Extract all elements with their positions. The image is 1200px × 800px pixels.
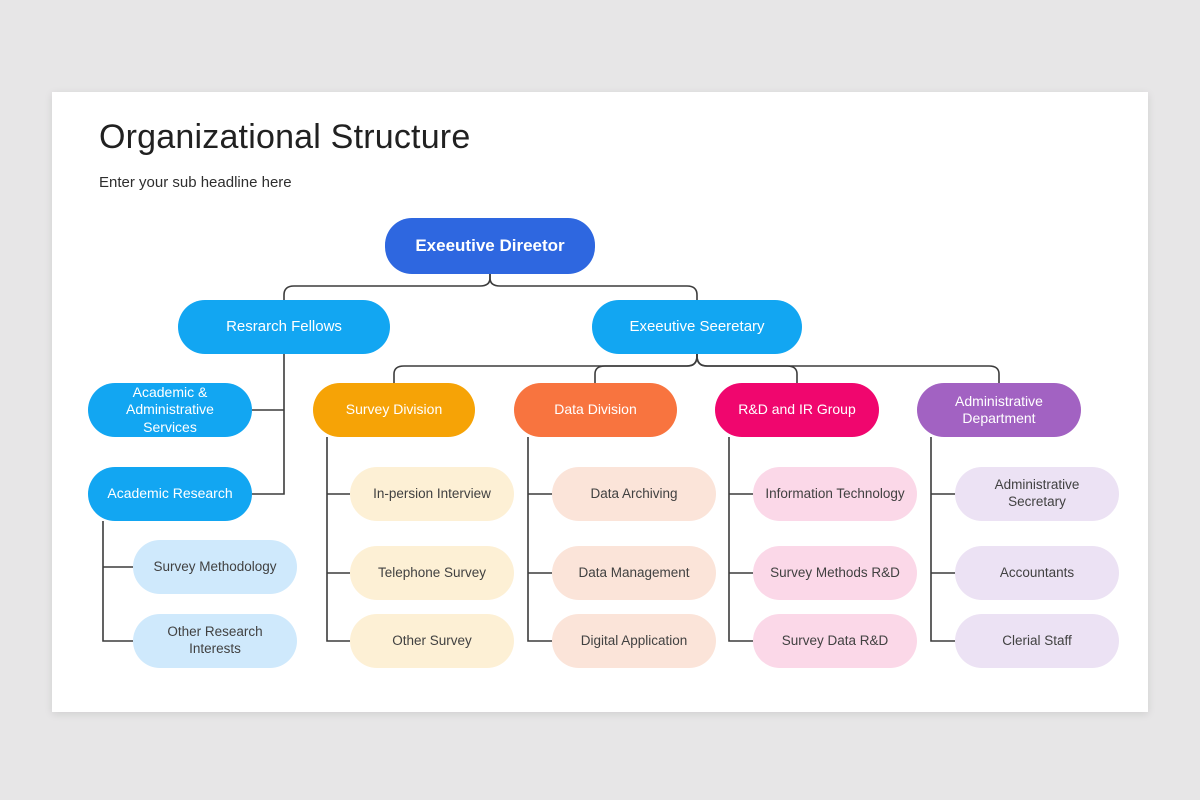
org-node-label: Administrative Secretary	[994, 477, 1080, 509]
org-node-label: Accountants	[999, 564, 1075, 580]
slide-canvas: Organizational Structure Enter your sub …	[52, 92, 1148, 712]
org-node-administrative-department: Administrative Department	[917, 383, 1081, 437]
org-node-in-persion-interview: In-persion Interview	[350, 467, 514, 521]
org-node-label: Academic & Administrative Services	[126, 383, 214, 435]
org-node-label: Other Research Interests	[167, 624, 263, 656]
org-node-data-division: Data Division	[514, 383, 677, 437]
page-title: Organizational Structure	[99, 118, 471, 156]
org-node-label: R&D and IR Group	[738, 401, 856, 418]
org-node-clerial-staff: Clerial Staff	[955, 614, 1119, 668]
org-node-survey-methods-rd: Survey Methods R&D	[753, 546, 917, 600]
org-node-other-survey: Other Survey	[350, 614, 514, 668]
org-node-administrative-secretary: Administrative Secretary	[955, 467, 1119, 521]
page-subtitle: Enter your sub headline here	[99, 174, 292, 191]
org-node-rd-and-ir-group: R&D and IR Group	[715, 383, 879, 437]
org-node-survey-division: Survey Division	[313, 383, 475, 437]
org-node-digital-application: Digital Application	[552, 614, 716, 668]
org-node-label: Other Survey	[392, 632, 472, 648]
org-node-label: Survey Division	[345, 401, 443, 418]
org-chart-connectors	[102, 274, 1000, 642]
org-node-label: Survey Methods R&D	[770, 564, 900, 580]
org-node-academic-research: Academic Research	[88, 467, 252, 521]
org-node-information-technology: Information Technology	[753, 467, 917, 521]
org-node-label: Clerial Staff	[1002, 632, 1072, 648]
org-node-label: Data Division	[554, 401, 637, 418]
org-node-data-archiving: Data Archiving	[552, 467, 716, 521]
org-node-other-research-interests: Other Research Interests	[133, 614, 297, 668]
org-node-label: Digital Application	[580, 632, 688, 648]
org-node-academic-administrative-services: Academic & Administrative Services	[88, 383, 252, 437]
org-node-data-management: Data Management	[552, 546, 716, 600]
org-node-label: Data Management	[578, 564, 690, 580]
org-node-label: Exeeutive Seeretary	[629, 317, 765, 335]
org-node-survey-methodology: Survey Methodology	[133, 540, 297, 594]
org-node-telephone-survey: Telephone Survey	[350, 546, 514, 600]
org-node-label: In-persion Interview	[373, 485, 491, 501]
org-node-label: Data Archiving	[590, 485, 678, 501]
org-node-label: Survey Methodology	[153, 558, 277, 574]
org-node-label: Exeeutive Direetor	[415, 236, 565, 256]
org-node-label: Resrarch Fellows	[226, 317, 342, 335]
org-node-research-fellows: Resrarch Fellows	[178, 300, 390, 354]
org-node-label: Information Technology	[765, 485, 905, 501]
org-node-label: Administrative Department	[955, 392, 1043, 427]
org-node-executive-director: Exeeutive Direetor	[385, 218, 595, 274]
org-node-accountants: Accountants	[955, 546, 1119, 600]
org-node-label: Telephone Survey	[377, 564, 487, 580]
org-node-label: Survey Data R&D	[781, 632, 889, 648]
org-node-survey-data-rd: Survey Data R&D	[753, 614, 917, 668]
org-node-executive-secretary: Exeeutive Seeretary	[592, 300, 802, 354]
org-node-label: Academic Research	[107, 485, 233, 502]
